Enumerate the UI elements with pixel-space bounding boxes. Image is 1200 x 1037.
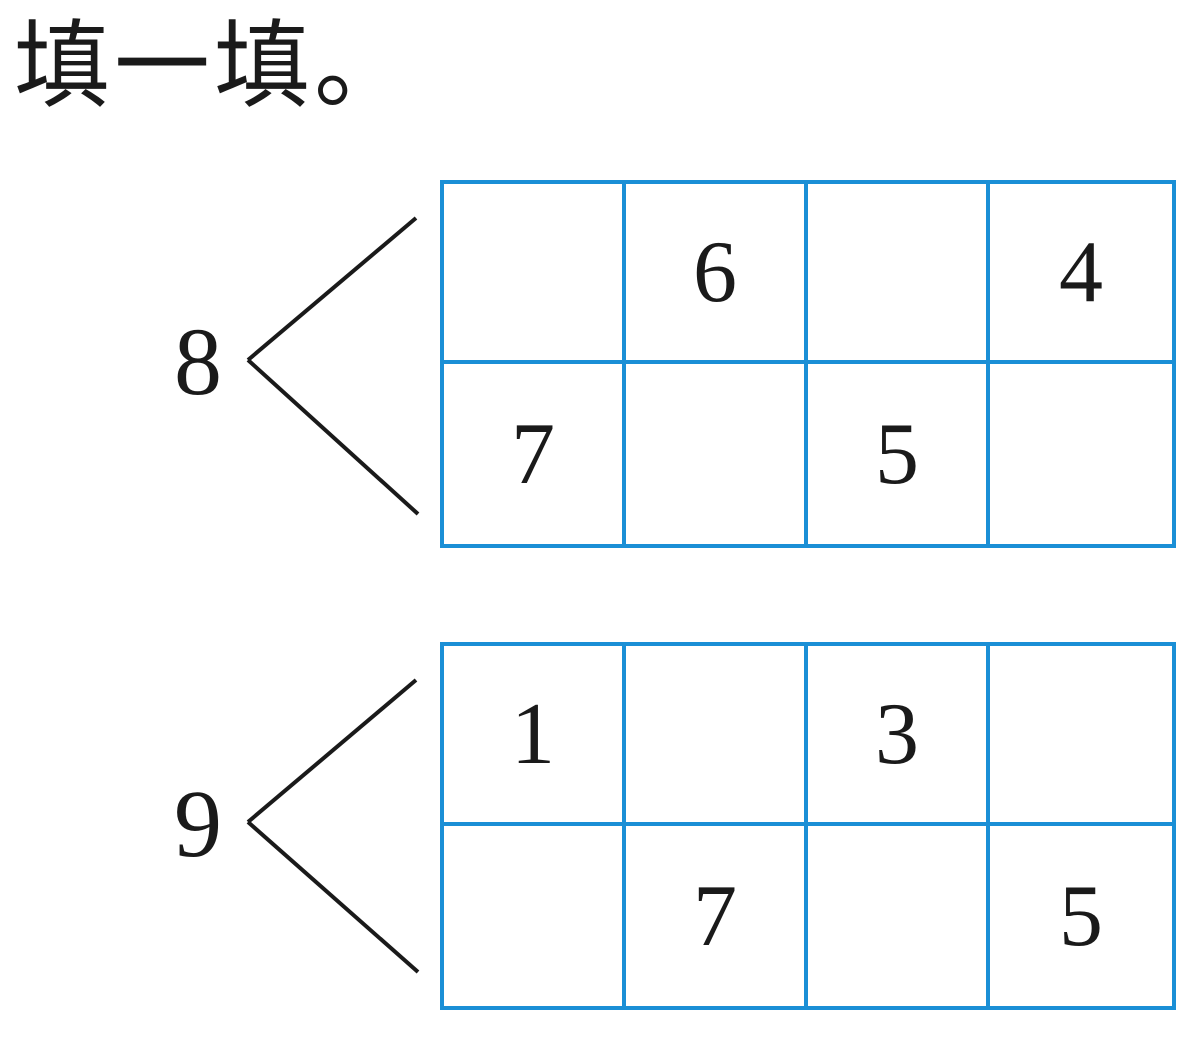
grid-cell[interactable] [808, 184, 990, 364]
grid-cell[interactable] [626, 364, 808, 544]
grid-cell[interactable]: 6 [626, 184, 808, 364]
decomposition-group-8: 8 6 4 7 5 [0, 170, 1200, 550]
upper-branch-line [246, 216, 418, 362]
number-grid: 6 4 7 5 [440, 180, 1176, 548]
grid-cell[interactable]: 5 [808, 364, 990, 544]
branch-lines [246, 216, 420, 516]
exercise-title: 填一填。 [14, 10, 414, 122]
grid-cell[interactable]: 3 [808, 646, 990, 826]
total-number: 9 [174, 770, 222, 877]
total-number: 8 [174, 308, 222, 415]
grid-cell[interactable]: 4 [990, 184, 1172, 364]
grid-cell[interactable] [444, 826, 626, 1006]
grid-cell[interactable]: 7 [626, 826, 808, 1006]
branch-lines [246, 678, 420, 974]
lower-branch-line [246, 358, 420, 516]
grid-cell[interactable]: 1 [444, 646, 626, 826]
lower-branch-line [246, 820, 420, 974]
grid-cell[interactable] [990, 364, 1172, 544]
grid-cell[interactable]: 7 [444, 364, 626, 544]
grid-cell[interactable] [444, 184, 626, 364]
grid-cell[interactable]: 5 [1059, 867, 1103, 965]
grid-cell[interactable] [990, 646, 1172, 826]
decomposition-group-9: 9 1 3 7 5 [0, 632, 1200, 1012]
grid-cell[interactable] [808, 826, 990, 1006]
number-grid: 1 3 7 5 [440, 642, 1176, 1010]
grid-cell[interactable] [626, 646, 808, 826]
upper-branch-line [246, 678, 418, 824]
